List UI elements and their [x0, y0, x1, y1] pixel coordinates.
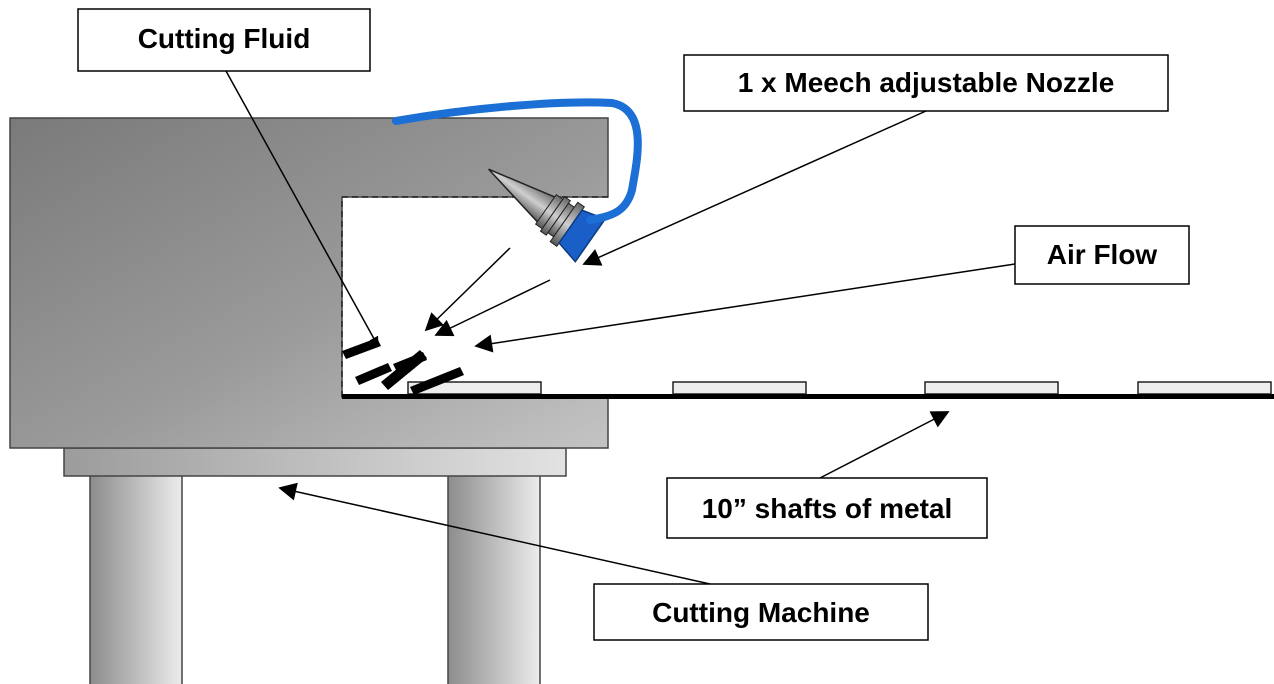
- air-flow-arrow: [424, 247, 511, 332]
- label-cutting-fluid: Cutting Fluid: [77, 8, 371, 72]
- machine-bench: [63, 447, 567, 477]
- cutting-area-outline: [341, 196, 608, 397]
- label-nozzle: 1 x Meech adjustable Nozzle: [683, 54, 1169, 112]
- air-flow-arrow: [434, 279, 551, 337]
- air-hose: [392, 98, 642, 224]
- leader-air-flow: [474, 263, 1016, 353]
- metal-shaft: [1137, 381, 1272, 395]
- meech-nozzle: [488, 168, 607, 263]
- svg-text:Cutting Fluid: Cutting Fluid: [138, 23, 311, 54]
- metal-shaft: [672, 381, 807, 395]
- leader-nozzle: [582, 110, 927, 266]
- leader-machine: [278, 482, 711, 585]
- label-machine: Cutting Machine: [593, 583, 929, 641]
- leader-cutting-fluid: [225, 70, 379, 347]
- svg-text:Air Flow: Air Flow: [1047, 239, 1158, 270]
- metal-shaft: [924, 381, 1059, 395]
- leader-shafts: [819, 411, 950, 479]
- conveyor-line: [342, 394, 1274, 399]
- label-air-flow: Air Flow: [1014, 225, 1190, 285]
- svg-text:Cutting Machine: Cutting Machine: [652, 597, 870, 628]
- machine-leg-right: [447, 473, 541, 684]
- svg-text:1 x Meech adjustable Nozzle: 1 x Meech adjustable Nozzle: [738, 67, 1115, 98]
- svg-text:10” shafts of metal: 10” shafts of metal: [702, 493, 953, 524]
- machine-leg-left: [89, 473, 183, 684]
- label-shafts: 10” shafts of metal: [666, 477, 988, 539]
- cutting-fluid-streaks: [342, 338, 464, 395]
